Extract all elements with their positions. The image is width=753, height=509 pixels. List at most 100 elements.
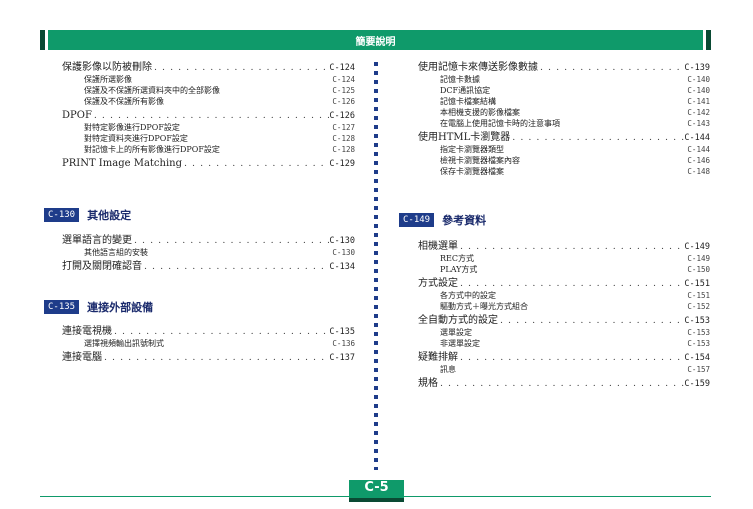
- toc-entry-page: C-129: [329, 159, 355, 169]
- section-title: 連接外部設備: [87, 301, 154, 314]
- header-bar-right-block: [706, 30, 711, 50]
- toc-entry-title: 驅動方式＋曝光方式組合: [440, 302, 528, 311]
- toc-entry[interactable]: DPOFC-126: [62, 110, 355, 122]
- toc-entry[interactable]: 指定卡瀏覽器類型 C-144: [418, 144, 710, 155]
- section-title: 其他設定: [87, 209, 132, 222]
- toc-entry-title: DCF通訊協定: [440, 86, 491, 95]
- toc-entry-title: 選單語言的變更: [62, 235, 132, 246]
- toc-entry[interactable]: 保護影像以防被刪除C-124: [62, 62, 355, 74]
- toc-entry-page: C-127: [332, 123, 355, 132]
- toc-entry[interactable]: 疑難排解 C-154: [418, 352, 710, 364]
- toc-entry-title: 全自動方式的設定: [418, 315, 498, 326]
- toc-entry-title: 保護及不保護所有影像: [84, 97, 164, 106]
- toc-entry[interactable]: 全自動方式的設定C-153: [418, 315, 710, 327]
- toc-entry-title: REC方式: [440, 254, 474, 263]
- toc-entry-title: 檢視卡瀏覽器檔案內容: [440, 156, 520, 165]
- toc-entry-page: C-144: [687, 145, 710, 154]
- toc-entry-page: C-130: [332, 248, 355, 257]
- toc-entry-page: C-154: [684, 353, 710, 363]
- section-header-connect-devices: C-135 連接外部設備: [44, 299, 153, 315]
- toc-entry-title: 在電腦上使用記憶卡時的注意事項: [440, 119, 560, 128]
- section-title: 參考資料: [442, 214, 487, 227]
- header-title: 簡要說明: [355, 37, 396, 48]
- toc-entry[interactable]: 規格C-159: [418, 378, 710, 390]
- page-number: C-5: [364, 480, 389, 495]
- toc-leader-dots: [458, 278, 684, 290]
- toc-entry-title: 對特定資料夾進行DPOF設定: [84, 134, 188, 143]
- toc-entry-title: 連接電視機: [62, 326, 112, 337]
- toc-entry[interactable]: 訊息 C-157: [418, 364, 710, 375]
- page-number-underbar: [349, 498, 404, 502]
- toc-entry-page: C-150: [687, 265, 710, 274]
- toc-entry-title: 對記憶卡上的所有影像進行DPOF設定: [84, 145, 220, 154]
- toc-entry[interactable]: 相機選單 C-149: [418, 241, 710, 253]
- toc-entry-page: C-124: [329, 63, 355, 73]
- toc-entry-title: 規格: [418, 378, 438, 389]
- toc-entry[interactable]: 對特定影像進行DPOF設定 C-127: [62, 122, 355, 133]
- toc-entry-page: C-149: [684, 242, 710, 252]
- toc-entry[interactable]: 方式設定C-151: [418, 278, 710, 290]
- toc-entry-title: 非選單設定: [440, 339, 480, 348]
- toc-entry[interactable]: PRINT Image MatchingC-129: [62, 158, 355, 170]
- right-toc-block-2: 相機選單C-149REC方式C-149PLAY方式C-150方式設定C-151各…: [418, 241, 710, 390]
- toc-entry-title: 本相機支援的影像檔案: [440, 108, 520, 117]
- toc-entry-page: C-126: [329, 111, 355, 121]
- toc-entry-page: C-152: [687, 302, 710, 311]
- toc-leader-dots: [132, 235, 329, 247]
- section-page-badge[interactable]: C-130: [44, 208, 80, 222]
- page-number-box: C-5: [349, 480, 404, 502]
- toc-entry[interactable]: 本相機支援的影像檔案 C-142: [418, 107, 710, 118]
- header-bar-left-block: [40, 30, 45, 50]
- toc-entry-page: C-141: [687, 97, 710, 106]
- toc-entry-title: 指定卡瀏覽器類型: [440, 145, 504, 154]
- toc-entry-page: C-124: [332, 75, 355, 84]
- toc-entry[interactable]: 連接電腦C-137: [62, 352, 355, 364]
- toc-entry[interactable]: 驅動方式＋曝光方式組合 C-152: [418, 301, 710, 312]
- toc-entry-title: 保存卡瀏覽器檔案: [440, 167, 504, 176]
- toc-entry[interactable]: REC方式 C-149: [418, 253, 710, 264]
- toc-entry-title: 選單設定: [440, 328, 472, 337]
- toc-entry-title: 訊息: [440, 365, 456, 374]
- toc-entry-title: 選擇視頻輸出訊號制式: [84, 339, 164, 348]
- toc-leader-dots: [510, 132, 684, 144]
- toc-entry[interactable]: 連接電視機C-135: [62, 326, 355, 338]
- toc-entry-page: C-157: [687, 365, 710, 374]
- toc-entry-title: 對特定影像進行DPOF設定: [84, 123, 180, 132]
- toc-entry-title: 方式設定: [418, 278, 458, 289]
- toc-entry[interactable]: 選單語言的變更C-130: [62, 235, 355, 247]
- toc-entry-page: C-149: [687, 254, 710, 263]
- section-page-badge[interactable]: C-135: [44, 300, 80, 314]
- section-page-badge[interactable]: C-149: [399, 213, 435, 227]
- toc-entry[interactable]: 使用HTML卡瀏覽器C-144: [418, 132, 710, 144]
- left-toc-block-1: 保護影像以防被刪除C-124保護所選影像C-124保護及不保護所選資料夾中的全部…: [62, 62, 355, 170]
- toc-leader-dots: [112, 326, 329, 338]
- toc-entry[interactable]: 非選單設定 C-153: [418, 338, 710, 349]
- toc-entry-page: C-153: [687, 339, 710, 348]
- toc-entry-title: 疑難排解: [418, 352, 458, 363]
- toc-entry-page: C-142: [687, 108, 710, 117]
- toc-leader-dots: [142, 261, 329, 273]
- header-bar-left-gap: [45, 30, 48, 50]
- toc-entry-page: C-140: [687, 75, 710, 84]
- toc-entry[interactable]: 使用記憶卡來傳送影像數據C-139: [418, 62, 710, 74]
- toc-leader-dots: [182, 158, 329, 170]
- toc-entry-title: 相機選單: [418, 241, 458, 252]
- toc-entry[interactable]: 打開及關閉確認音C-134: [62, 261, 355, 273]
